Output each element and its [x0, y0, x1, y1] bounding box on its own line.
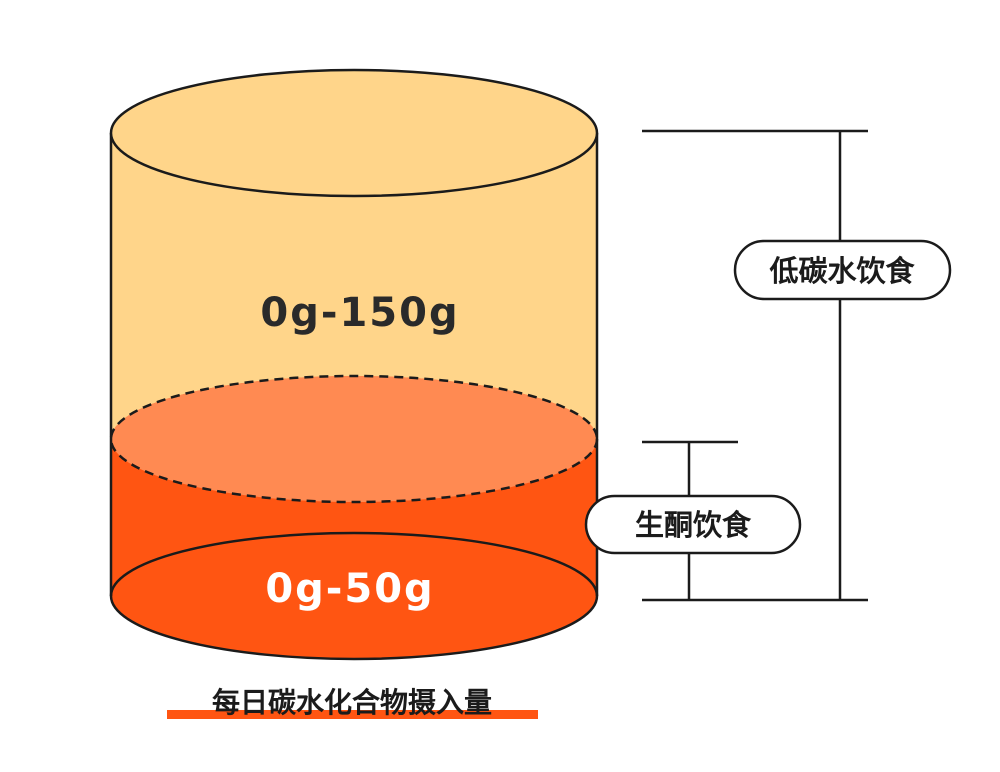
keto-label: 生酮饮食 — [635, 508, 752, 542]
keto-pill: 生酮饮食 — [584, 494, 802, 555]
lower-range-label: 0g-50g — [265, 566, 434, 612]
cylinder-top-lid — [109, 68, 599, 198]
caption: 每日碳水化合物摄入量 — [212, 686, 492, 719]
bottom-back-edge — [109, 531, 599, 597]
low-carb-label: 低碳水饮食 — [768, 254, 915, 288]
low-carb-pill: 低碳水饮食 — [733, 239, 952, 301]
low-carb-bracket — [642, 129, 868, 602]
keto-top-surface — [111, 376, 597, 502]
cylinder-outline — [109, 133, 599, 661]
upper-range-label: 0g-150g — [260, 290, 459, 336]
caption-underline — [167, 710, 538, 719]
